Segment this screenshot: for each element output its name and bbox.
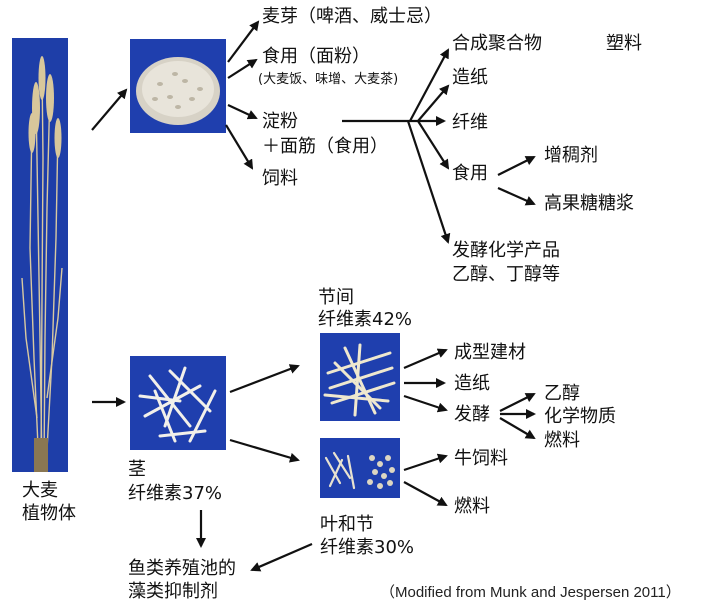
starch-food-label: 食用	[452, 163, 488, 185]
arrow-starch-ferment	[408, 121, 448, 242]
internode-paper-label: 造纸	[454, 373, 490, 395]
ferment-label: 发酵	[454, 404, 490, 426]
ethanol-butanol-label: 乙醇、丁醇等	[452, 264, 560, 286]
ferment-chem-label: 发酵化学产品	[452, 240, 560, 262]
arrow-plant-grain	[92, 90, 126, 130]
polymer-label: 合成聚合物	[452, 33, 542, 55]
arrow-grain-starch	[228, 105, 256, 118]
gluten-label: ＋面筋（食用）	[262, 136, 388, 158]
arrow-food-hfcs	[498, 188, 534, 204]
arrow-leaf-fuel	[404, 482, 446, 505]
arrow-leaf-algae	[252, 544, 312, 570]
arrow-starch-food	[418, 121, 448, 168]
board-label: 成型建材	[454, 342, 526, 364]
ethanol-label: 乙醇	[544, 383, 580, 405]
arrow-starch-polymer	[410, 50, 448, 121]
starch-label: 淀粉	[262, 111, 298, 133]
algae-label-line1: 鱼类养殖池的	[128, 558, 236, 580]
plastic-label: 塑料	[606, 33, 642, 55]
arrow-stem-leaf	[230, 440, 298, 460]
stem-label-line1: 茎	[128, 459, 146, 481]
plant-label-line1: 大麦	[22, 480, 58, 502]
starch-fiber-label: 纤维	[452, 112, 488, 134]
leaf-fuel-label: 燃料	[454, 496, 490, 518]
arrow-grain-food	[228, 60, 256, 78]
arrow-leaf-cattle-feed	[404, 456, 446, 470]
internode-label-line2: 纤维素42%	[318, 309, 412, 331]
starch-paper-label: 造纸	[452, 67, 488, 89]
arrow-ferment-ethanol	[500, 394, 534, 411]
malt-label: 麦芽（啤酒、威士忌）	[262, 6, 442, 28]
hfcs-label: 高果糖糖浆	[544, 193, 634, 215]
thickener-label: 增稠剂	[544, 145, 598, 167]
cattle-feed-label: 牛饲料	[454, 448, 508, 470]
source-credit: （Modified from Munk and Jespersen 2011）	[380, 582, 681, 604]
internode-fuel-label: 燃料	[544, 430, 580, 452]
plant-label-line2: 植物体	[22, 503, 76, 525]
internode-label-line1: 节间	[318, 287, 354, 309]
chemicals-label: 化学物质	[544, 406, 616, 428]
feed-label: 饲料	[262, 168, 298, 190]
arrow-internode-board	[404, 350, 446, 368]
leaf-node-label-line1: 叶和节	[320, 514, 374, 536]
arrow-internode-ferment	[404, 396, 446, 410]
arrow-food-thickener	[498, 157, 534, 175]
food-label: 食用（面粉）	[262, 46, 370, 68]
stem-label-line2: 纤维素37%	[128, 483, 222, 505]
leaf-node-label-line2: 纤维素30%	[320, 537, 414, 559]
arrow-stem-internode	[230, 366, 298, 392]
arrow-starch-paper	[418, 86, 448, 121]
algae-label-line2: 藻类抑制剂	[128, 581, 218, 603]
arrow-ferment-fuel	[500, 418, 534, 438]
arrow-grain-feed	[226, 125, 252, 168]
food-detail-label: (大麦饭、味增、大麦茶)	[258, 72, 398, 88]
arrow-grain-malt	[228, 22, 258, 62]
